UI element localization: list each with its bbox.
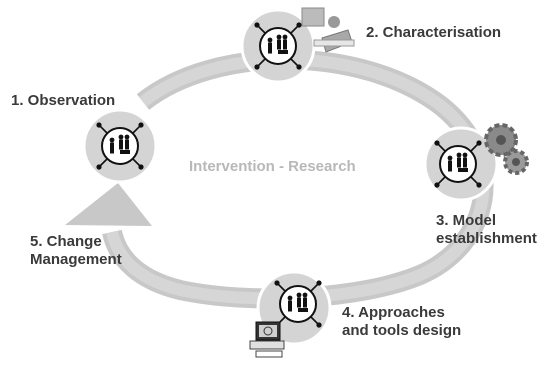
step-label-line: establishment — [436, 230, 537, 247]
node-model — [423, 123, 529, 202]
step-label-change-management: 5. Change Management — [30, 233, 122, 269]
node-characterisation — [240, 7, 355, 84]
step-label-line: Management — [30, 251, 122, 268]
gears-icon — [484, 123, 529, 175]
node-observation — [82, 108, 158, 184]
node-approaches — [249, 270, 332, 358]
arrow-head-icon — [65, 183, 152, 226]
step-label-line: 2. Characterisation — [366, 24, 502, 41]
computer-icon — [249, 321, 285, 358]
step-label-approaches: 4. Approaches and tools design — [342, 304, 461, 340]
person-at-desk-icon — [301, 7, 355, 53]
step-label-line: 3. Model — [436, 212, 497, 229]
step-label-line: 4. Approaches — [342, 304, 445, 321]
step-label-model: 3. Model establishment — [436, 212, 537, 248]
step-label-observation: 1. Observation — [11, 92, 115, 110]
step-label-line: 1. Observation — [11, 92, 116, 109]
center-title: Intervention - Research — [189, 158, 356, 175]
step-label-characterisation: 2. Characterisation — [366, 24, 501, 42]
step-label-line: 5. Change — [30, 233, 102, 250]
step-label-line: and tools design — [342, 322, 462, 339]
